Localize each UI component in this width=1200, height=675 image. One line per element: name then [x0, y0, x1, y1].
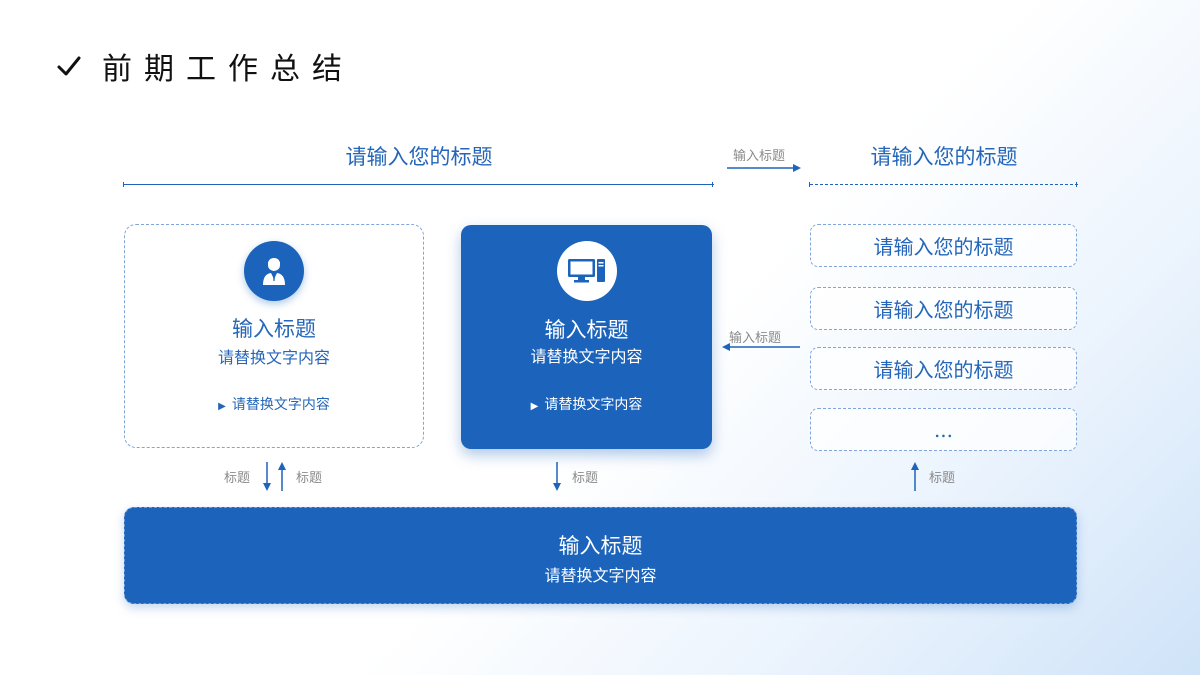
checkmark-icon — [57, 56, 81, 76]
bullet-triangle-icon: ▶ — [530, 401, 539, 412]
left-card-icon-badge — [244, 241, 304, 301]
middle-card-title: 输入标题 — [544, 318, 629, 342]
left-section-heading: 请输入您的标题 — [345, 145, 493, 169]
up-arrow-icon — [278, 462, 286, 491]
right-up-label: 标题 — [929, 471, 956, 486]
middle-card-icon-badge — [556, 241, 617, 301]
down-arrow-icon — [263, 462, 271, 491]
left-down-label: 标题 — [224, 471, 251, 486]
left-card-bullet-text: 请替换文字内容 — [231, 397, 330, 413]
left-card-bullet: ▶ 请替换文字内容 — [125, 394, 423, 414]
middle-card-bullet: ▶ 请替换文字内容 — [461, 394, 712, 414]
middle-down-label: 标题 — [572, 471, 599, 486]
up-arrow-icon — [911, 462, 919, 491]
middle-connector-label: 输入标题 — [729, 331, 782, 346]
right-stack-item: 请输入您的标题 — [810, 287, 1077, 330]
left-underline-tick-end — [712, 182, 713, 187]
middle-card-bullet-text: 请替换文字内容 — [544, 397, 643, 413]
right-stack-item-ellipsis: ... — [810, 408, 1077, 451]
left-underline-tick-start — [123, 182, 124, 187]
right-underline-tick-start — [809, 182, 810, 187]
left-card-title: 输入标题 — [232, 317, 316, 341]
bullet-triangle-icon: ▶ — [218, 401, 226, 412]
bottom-bar-title: 输入标题 — [558, 534, 643, 558]
down-arrow-icon — [553, 462, 561, 491]
bottom-bar-subtitle: 请替换文字内容 — [544, 566, 657, 585]
page-header: 前期工作总结 — [56, 44, 354, 88]
right-stack-item: 请输入您的标题 — [810, 347, 1077, 390]
left-up-label: 标题 — [296, 471, 323, 486]
person-icon — [263, 258, 285, 285]
left-card-subtitle: 请替换文字内容 — [217, 348, 330, 367]
right-underline-tick-end — [1076, 182, 1077, 187]
top-connector-label: 输入标题 — [733, 149, 786, 164]
right-stack-item: 请输入您的标题 — [810, 224, 1077, 267]
right-arrow-icon — [727, 164, 801, 172]
middle-card: 输入标题 请替换文字内容 ▶ 请替换文字内容 — [461, 225, 712, 449]
middle-card-subtitle: 请替换文字内容 — [530, 347, 643, 366]
right-heading-underline — [810, 184, 1078, 185]
left-card: 输入标题 请替换文字内容 ▶ 请替换文字内容 — [124, 224, 424, 448]
bottom-summary-bar: 输入标题 请替换文字内容 — [124, 507, 1077, 604]
right-section-heading: 请输入您的标题 — [870, 145, 1018, 169]
left-arrow-icon — [722, 343, 800, 351]
left-heading-underline — [124, 184, 714, 185]
computer-icon — [567, 259, 605, 283]
page-title: 前期工作总结 — [102, 52, 354, 87]
